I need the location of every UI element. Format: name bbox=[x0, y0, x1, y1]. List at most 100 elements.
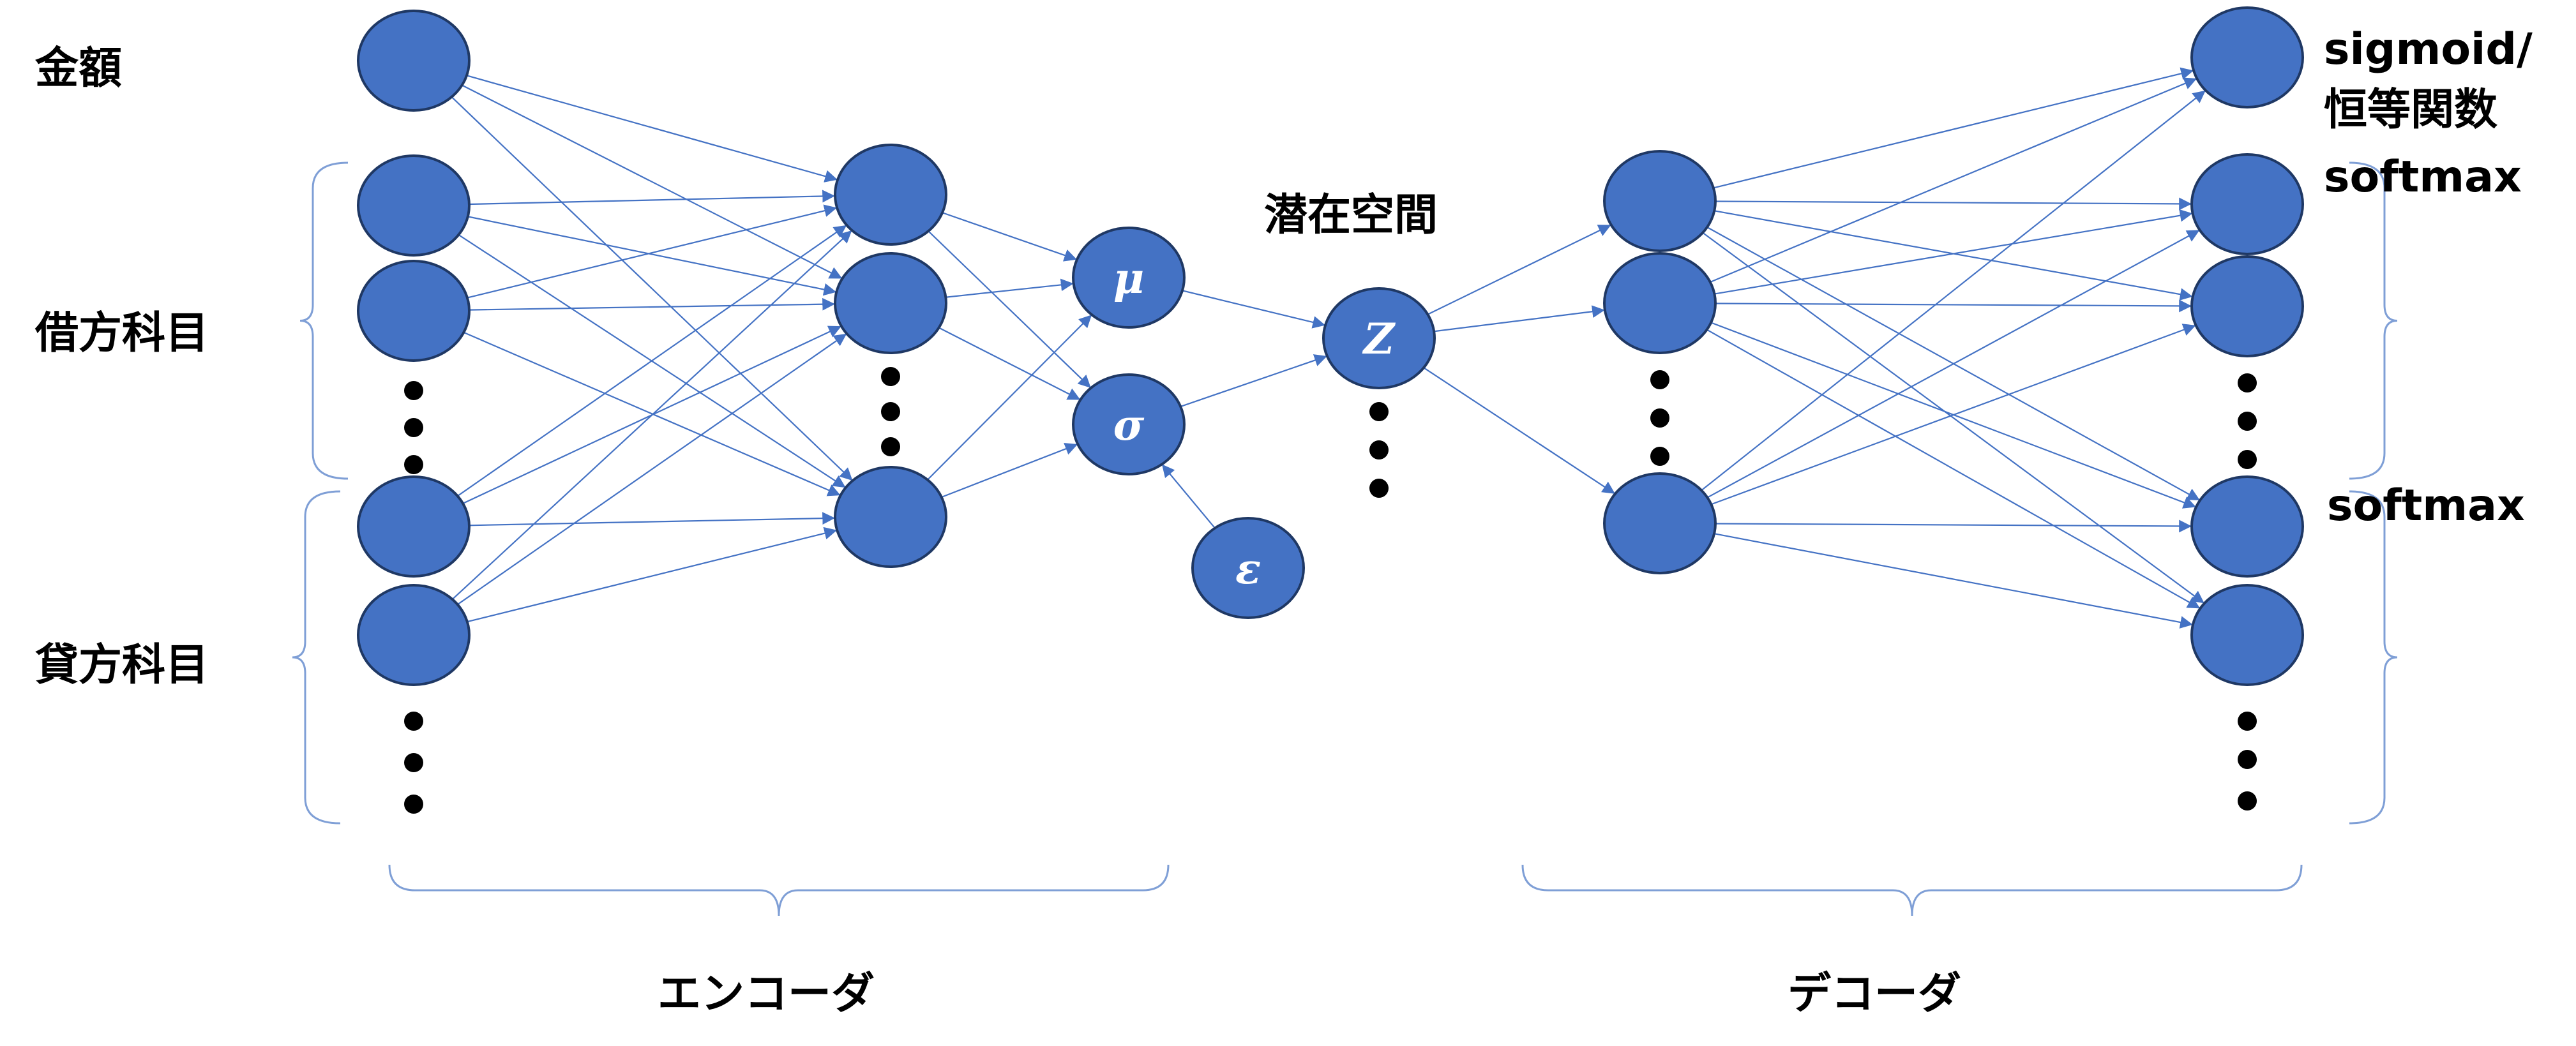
edge-sigma-to-z bbox=[1180, 354, 1328, 408]
node-h2 bbox=[834, 252, 947, 354]
node-eps-circle bbox=[1191, 517, 1305, 619]
braces bbox=[292, 161, 2398, 916]
node-o4 bbox=[2190, 475, 2304, 578]
edge-in_c2-to-h3 bbox=[467, 527, 838, 623]
edge-d2-to-o2 bbox=[1714, 209, 2193, 295]
dot-input-debit-1 bbox=[404, 381, 423, 400]
edge-in_d2-to-h1 bbox=[467, 204, 838, 299]
edge-in_amount-to-h1 bbox=[466, 75, 838, 183]
label-decoder: デコーダ bbox=[1788, 969, 1961, 1019]
node-o5 bbox=[2190, 584, 2304, 686]
brace-debit-output bbox=[2349, 161, 2398, 480]
node-o2 bbox=[2190, 153, 2304, 255]
brace-debit-input bbox=[299, 161, 349, 480]
dot-output-debit-2 bbox=[2238, 412, 2257, 431]
label-output-debit-softmax: softmax bbox=[2324, 152, 2522, 202]
dot-output-debit-1 bbox=[2238, 373, 2257, 392]
brace-credit-output bbox=[2349, 490, 2398, 825]
dot-latent-2 bbox=[1369, 440, 1389, 459]
connections bbox=[451, 67, 2206, 629]
edge-d3-to-o1 bbox=[1701, 89, 2206, 491]
dot-decoder-hidden-2 bbox=[1650, 408, 1669, 428]
edge-d3-to-o3 bbox=[1711, 324, 2196, 505]
dot-decoder-hidden-3 bbox=[1650, 447, 1669, 466]
edge-in_d2-to-h3 bbox=[463, 331, 841, 497]
edge-in_amount-to-h3 bbox=[451, 96, 854, 481]
edge-d3-to-o5 bbox=[1714, 533, 2194, 629]
edge-h3-to-sigma bbox=[941, 442, 1078, 498]
node-in_c1-circle bbox=[357, 475, 471, 578]
ellipsis-dots bbox=[404, 367, 2257, 814]
node-h1-circle bbox=[834, 144, 947, 246]
dot-hidden-3 bbox=[881, 437, 900, 456]
node-h3 bbox=[834, 466, 947, 568]
node-o1 bbox=[2190, 6, 2304, 108]
node-d1 bbox=[1603, 150, 1717, 252]
node-in_d1-circle bbox=[357, 154, 471, 257]
brace-credit-input bbox=[292, 490, 341, 825]
node-mu-circle bbox=[1072, 227, 1186, 329]
dot-input-credit-1 bbox=[404, 712, 423, 731]
label-encoder: エンコーダ bbox=[658, 969, 875, 1019]
node-eps: ε bbox=[1191, 517, 1305, 619]
edge-d2-to-o1 bbox=[1710, 77, 2197, 283]
node-in_c2-circle bbox=[357, 584, 471, 686]
nodes: μ σ Zε bbox=[357, 6, 2304, 686]
edge-z-to-d2 bbox=[1434, 305, 1605, 332]
edge-d1-to-o1 bbox=[1713, 67, 2194, 189]
edge-mu-to-z bbox=[1182, 290, 1326, 329]
edge-h2-to-mu bbox=[945, 278, 1074, 298]
node-z: Z bbox=[1322, 287, 1436, 389]
node-o2-circle bbox=[2190, 153, 2304, 255]
symbol-epsilon: ε bbox=[1235, 544, 1261, 594]
label-amount: 金額 bbox=[34, 43, 122, 94]
dot-input-debit-2 bbox=[404, 418, 423, 437]
label-output-amount-1: sigmoid/ bbox=[2324, 24, 2533, 75]
node-h2-circle bbox=[834, 252, 947, 354]
edge-in_c2-to-h2 bbox=[457, 332, 847, 606]
node-in_d2 bbox=[357, 260, 471, 362]
node-in_amount-circle bbox=[357, 10, 471, 112]
node-d2-circle bbox=[1603, 252, 1717, 354]
node-o3-circle bbox=[2190, 255, 2304, 357]
edge-h1-to-mu bbox=[942, 212, 1078, 262]
node-in_c2 bbox=[357, 584, 471, 686]
node-d3 bbox=[1603, 472, 1717, 574]
symbol-sigma: σ bbox=[1113, 400, 1145, 450]
label-output-credit-softmax: softmax bbox=[2327, 481, 2525, 531]
edge-in_c1-to-h3 bbox=[469, 512, 836, 527]
node-d2 bbox=[1603, 252, 1717, 354]
dot-input-credit-3 bbox=[404, 795, 423, 814]
edge-in_d1-to-h2 bbox=[467, 216, 837, 296]
dot-input-debit-3 bbox=[404, 455, 423, 474]
brace-encoder bbox=[388, 864, 1170, 916]
edge-eps-to-sigma bbox=[1161, 463, 1216, 529]
node-z-circle bbox=[1322, 287, 1436, 389]
edge-in_c2-to-h1 bbox=[451, 230, 853, 600]
node-o3 bbox=[2190, 255, 2304, 357]
edge-h1-to-sigma bbox=[928, 230, 1092, 389]
node-in_amount bbox=[357, 10, 471, 112]
edge-h2-to-sigma bbox=[938, 327, 1081, 401]
dot-decoder-hidden-1 bbox=[1650, 370, 1669, 389]
edge-in_c1-to-h1 bbox=[457, 224, 847, 497]
edge-z-to-d3 bbox=[1423, 367, 1616, 495]
dot-input-credit-2 bbox=[404, 753, 423, 772]
node-mu: μ bbox=[1072, 227, 1186, 329]
dot-output-credit-2 bbox=[2238, 750, 2257, 769]
edge-d1-to-o5 bbox=[1702, 232, 2205, 604]
dot-output-credit-1 bbox=[2238, 712, 2257, 731]
dot-hidden-1 bbox=[881, 367, 900, 386]
node-h1 bbox=[834, 144, 947, 246]
dot-output-credit-3 bbox=[2238, 791, 2257, 811]
dot-latent-3 bbox=[1369, 479, 1389, 498]
node-in_d2-circle bbox=[357, 260, 471, 362]
edge-d3-to-o2 bbox=[1706, 229, 2201, 498]
node-sigma-circle bbox=[1072, 373, 1186, 475]
label-latent-space: 潜在空間 bbox=[1264, 190, 1438, 241]
symbol-mu: μ bbox=[1113, 253, 1144, 303]
edge-h3-to-mu bbox=[927, 314, 1092, 481]
edge-d2-to-o5 bbox=[1706, 329, 2201, 609]
symbol-z: Z bbox=[1362, 314, 1396, 364]
